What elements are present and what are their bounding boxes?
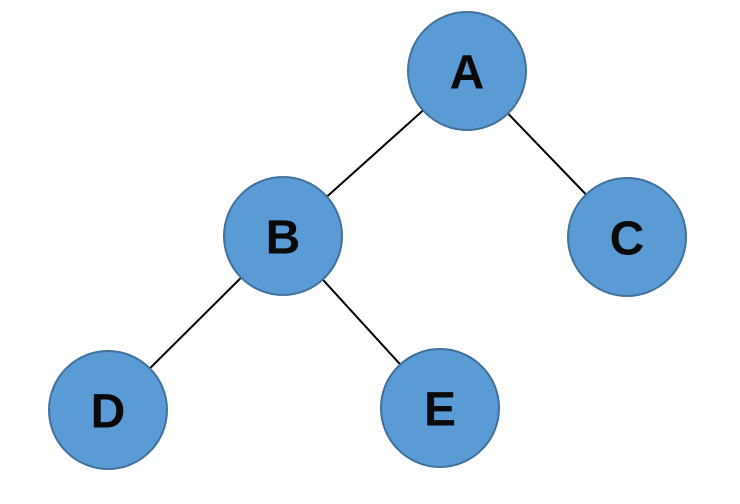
tree-node-E: E	[380, 348, 500, 468]
tree-node-C: C	[567, 177, 687, 297]
node-circle-E	[380, 348, 500, 468]
node-circle-A	[407, 11, 527, 131]
edges-layer	[107, 70, 628, 411]
node-circle-C	[567, 177, 687, 297]
tree-node-D: D	[48, 350, 168, 470]
tree-node-A: A	[407, 11, 527, 131]
node-circle-D	[48, 350, 168, 470]
nodes-layer: AB C D E	[48, 11, 687, 470]
node-circle-B	[223, 176, 343, 296]
tree-node-B: B	[223, 176, 343, 296]
